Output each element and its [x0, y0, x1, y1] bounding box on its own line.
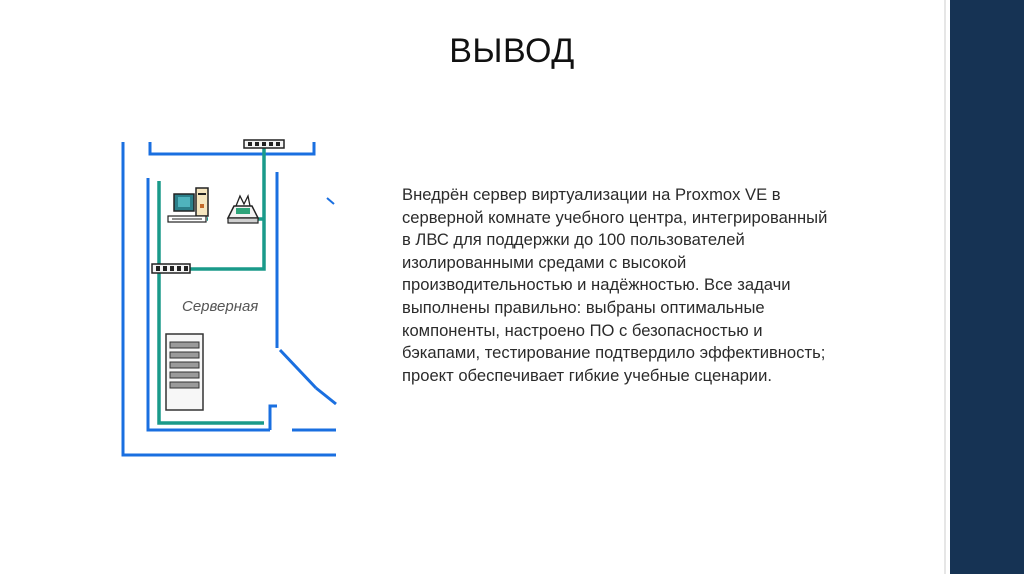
walls [121, 142, 337, 457]
accent-band [950, 0, 1024, 574]
server-rack-icon [165, 333, 204, 411]
conclusion-text: Внедрён сервер виртуализации на Proxmox … [402, 185, 828, 385]
slide-title: ВЫВОД [449, 32, 575, 70]
room-label: Серверная [182, 298, 258, 315]
computer-icon [167, 187, 209, 223]
switch-icon [243, 139, 285, 149]
floor-plan-drawing: Серверная [121, 139, 337, 457]
switch-icon [151, 263, 191, 274]
printer-icon [226, 194, 260, 224]
floor-plan: Серверная [112, 130, 338, 462]
side-divider [944, 0, 946, 574]
